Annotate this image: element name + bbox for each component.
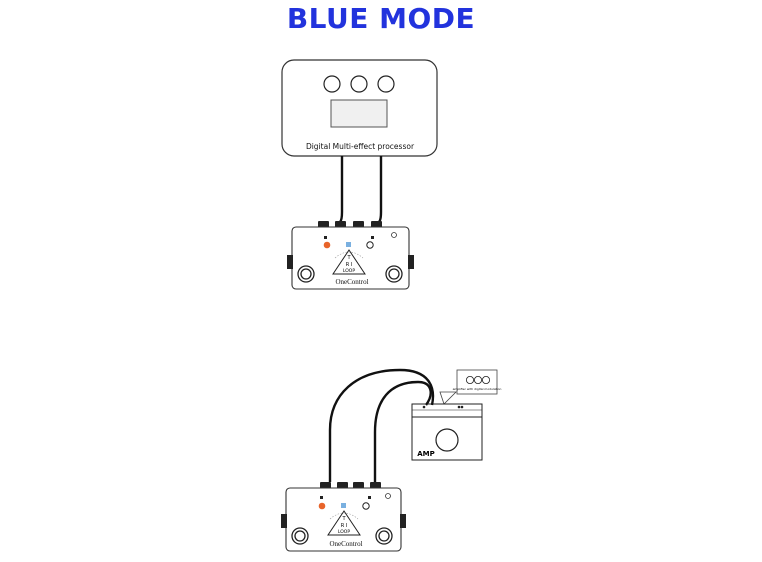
amp-callout-text: amplifier with digital modulation <box>453 387 502 391</box>
cable-processor-send <box>339 156 344 223</box>
processor-cables <box>339 156 383 223</box>
tri-loop-pedal-top: T R I LOOP OneControl <box>287 221 414 290</box>
tri-loop-logo <box>332 249 366 275</box>
multi-effect-processor: Digital Multi-effect processor <box>281 59 438 157</box>
page-title: BLUE MODE <box>286 2 476 35</box>
pedal-top-brand: OneControl <box>335 278 368 286</box>
footswitch-left[interactable] <box>291 527 309 545</box>
svg-text:LOOP: LOOP <box>343 268 355 274</box>
led-blue <box>341 503 346 508</box>
svg-text:R I: R I <box>341 523 348 529</box>
cable-amp-send <box>328 368 435 482</box>
led-orange <box>318 502 326 510</box>
dc-jack <box>391 232 397 238</box>
amp-cables <box>328 368 435 482</box>
processor-label: Digital Multi-effect processor <box>306 142 415 151</box>
tri-loop-pedal-bottom: T R I LOOP OneControl <box>281 482 406 552</box>
jack-return-1 <box>335 221 346 228</box>
cable-processor-return <box>378 156 383 223</box>
led-white <box>366 241 374 249</box>
amp-speaker <box>435 428 459 452</box>
footswitch-right[interactable] <box>375 527 393 545</box>
amp-callout: amplifier with digital modulation <box>439 369 502 405</box>
processor-display <box>330 99 388 128</box>
svg-text:R I: R I <box>346 262 353 268</box>
led-white <box>362 502 370 510</box>
footswitch-left[interactable] <box>297 265 315 283</box>
amplifier: AMP <box>411 403 483 461</box>
led-blue <box>346 242 351 247</box>
jack-send-1 <box>318 221 329 228</box>
pedal-bottom-brand: OneControl <box>329 540 362 548</box>
jack-input <box>287 255 293 269</box>
jack-send-2 <box>353 221 364 228</box>
cable-amp-return <box>373 380 432 482</box>
processor-knob-3[interactable] <box>377 75 395 93</box>
footswitch-right[interactable] <box>385 265 403 283</box>
jack-output <box>408 255 414 269</box>
jack-return-2 <box>371 221 382 228</box>
svg-text:LOOP: LOOP <box>338 529 350 535</box>
amp-label: AMP <box>417 450 435 458</box>
svg-text:T: T <box>346 255 351 261</box>
svg-text:T: T <box>341 516 346 522</box>
processor-knob-1[interactable] <box>323 75 341 93</box>
led-orange <box>323 241 331 249</box>
processor-knob-2[interactable] <box>350 75 368 93</box>
amp-head <box>411 403 483 418</box>
